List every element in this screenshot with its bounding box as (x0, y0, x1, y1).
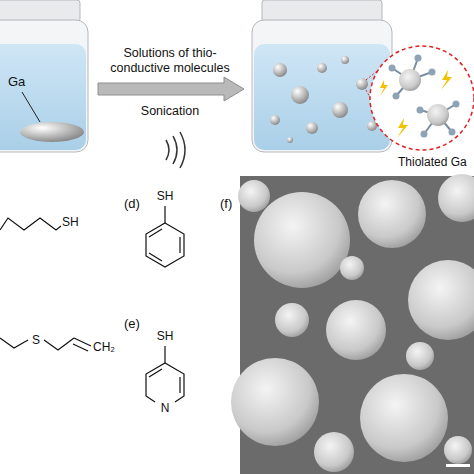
atom-label: SH (157, 329, 174, 343)
arrow-label: Sonication (141, 104, 199, 119)
panel-letter: (f) (220, 196, 232, 212)
process-arrow (98, 77, 244, 101)
atom-label: S (32, 333, 40, 347)
atom-label: N (161, 401, 170, 415)
panel-letter: (d) (124, 196, 140, 212)
bottle-left (0, 0, 88, 152)
arrow-label: Solutions of thio-conductive molecules (95, 46, 245, 76)
sem-image (231, 174, 474, 474)
metal-label: Ga (8, 74, 25, 90)
panel-letter: (e) (124, 316, 140, 332)
magnified-view (366, 46, 474, 150)
callout-label: Thiolated Ga (398, 155, 467, 169)
bottle-right (252, 0, 392, 152)
atom-label: SH (62, 215, 79, 229)
atom-label: SH (157, 189, 174, 203)
chemical-structures (0, 206, 184, 402)
sound-waves (166, 132, 185, 168)
atom-label: CH₂ (93, 340, 115, 354)
